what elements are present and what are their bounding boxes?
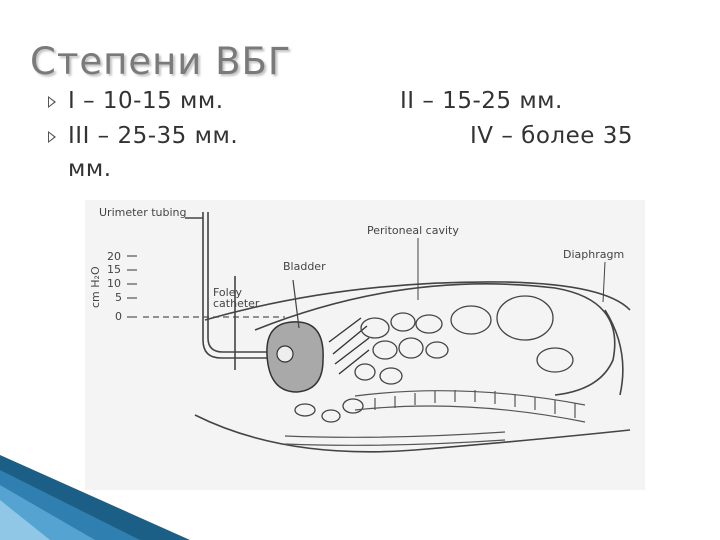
diagram-background: [85, 200, 645, 490]
tick-10: 10: [107, 277, 121, 290]
pointer-lines: [417, 238, 606, 303]
anatomy-diagram: Urimeter tubing Peritoneal cavity Diaphr…: [85, 200, 645, 490]
bullet-item-2: III – 25-35 мм.: [48, 123, 239, 149]
right-item-1: II – 15-25 мм.: [400, 88, 563, 114]
label-catheter: catheter: [213, 297, 260, 310]
urimeter-tubing-line: [185, 212, 281, 370]
tick-5: 5: [115, 291, 122, 304]
bullet-arrow-icon: [48, 131, 56, 143]
tick-20: 20: [107, 250, 121, 263]
bullet-item-2-text: III – 25-35 мм.: [68, 123, 239, 149]
bullet-item-1-text: I – 10-15 мм.: [68, 88, 224, 114]
bullet-arrow-icon: [48, 96, 56, 108]
label-urimeter-tubing: Urimeter tubing: [99, 206, 187, 219]
label-diaphragm: Diaphragm: [563, 248, 624, 261]
label-peritoneal-cavity: Peritoneal cavity: [367, 224, 459, 237]
label-bladder: Bladder: [283, 260, 326, 273]
tick-0: 0: [115, 310, 122, 323]
bullet-item-2-wrap: мм.: [68, 156, 112, 182]
spine-vertebrae: [284, 390, 586, 446]
body-outline: [194, 281, 631, 453]
right-item-2: IV – более 35: [470, 123, 633, 149]
bullet-item-1: I – 10-15 мм.: [48, 88, 224, 114]
intestine-loops: [294, 295, 574, 423]
tick-15: 15: [107, 263, 121, 276]
slide-title: Степени ВБГ: [30, 40, 292, 83]
bladder-shape: [266, 279, 324, 393]
axis-label-cmh2o: cm H₂O: [89, 266, 102, 308]
